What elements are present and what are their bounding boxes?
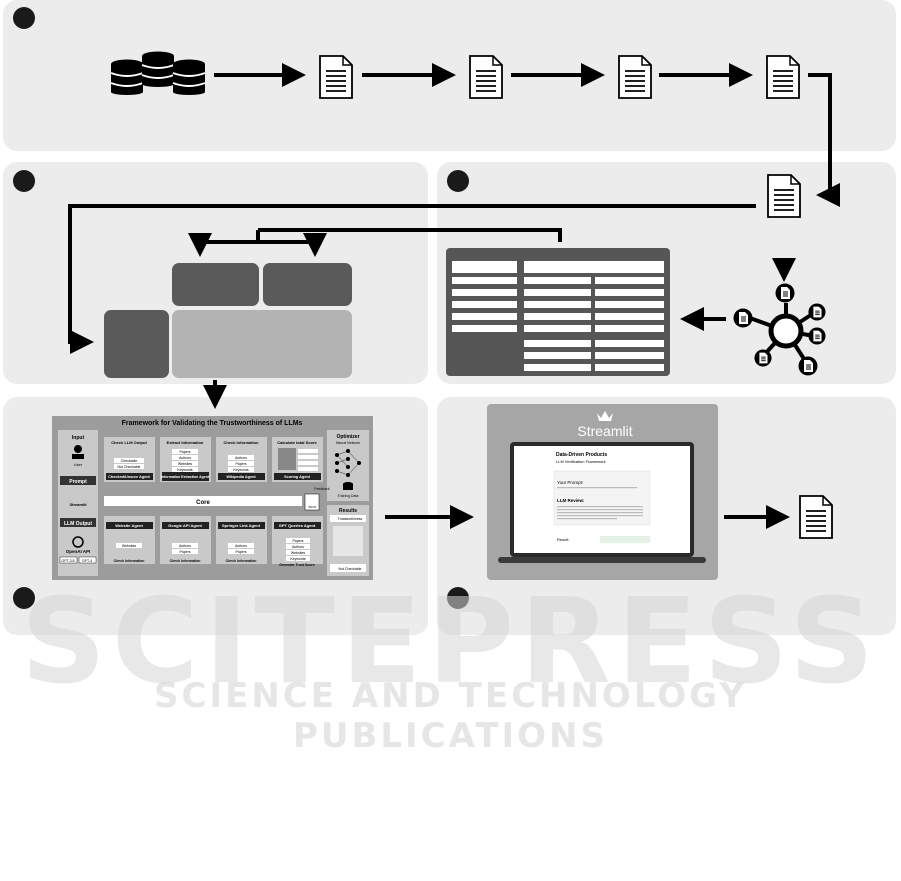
svg-text:Data-Driven Products: Data-Driven Products xyxy=(556,452,607,458)
svg-text:GPT Queries Agent: GPT Queries Agent xyxy=(279,523,316,528)
svg-text:Check Information: Check Information xyxy=(114,559,145,563)
svg-text:Check Information: Check Information xyxy=(170,559,201,563)
svg-text:Scoring Agent: Scoring Agent xyxy=(284,475,311,479)
svg-text:Authors: Authors xyxy=(235,456,247,460)
svg-text:Generate Trust Score: Generate Trust Score xyxy=(279,563,314,567)
svg-text:Check Information: Check Information xyxy=(226,559,257,563)
data-table xyxy=(446,248,670,376)
svg-text:Authors: Authors xyxy=(179,544,191,548)
svg-text:Keywords: Keywords xyxy=(233,468,249,472)
svg-text:Information Extraction Agent: Information Extraction Agent xyxy=(161,475,210,479)
svg-text:Websites: Websites xyxy=(122,544,137,548)
svg-text:Training Data: Training Data xyxy=(338,494,359,498)
block-top-right xyxy=(263,263,352,306)
fw-title: Framework for Validating the Trustworthi… xyxy=(122,420,303,427)
svg-text:Optimizer: Optimizer xyxy=(336,434,359,440)
svg-text:OpenAI API: OpenAI API xyxy=(66,549,91,554)
flow-arrow xyxy=(258,228,562,242)
svg-text:Prompt: Prompt xyxy=(69,479,87,485)
crown-icon xyxy=(597,411,613,421)
openai-icon xyxy=(72,536,84,548)
svg-text:Authors: Authors xyxy=(292,545,304,549)
svg-text:Your Prompt:: Your Prompt: xyxy=(557,480,583,485)
step-marker-3 xyxy=(447,170,469,192)
svg-text:LLM Verification Framework: LLM Verification Framework xyxy=(556,459,606,464)
svg-text:Papers: Papers xyxy=(179,450,190,454)
svg-text:Websites: Websites xyxy=(291,551,306,555)
svg-text:JSON: JSON xyxy=(308,505,316,509)
document-icon xyxy=(618,55,652,99)
streamlit-app-preview: Streamlit Data-Driven Products LLM Verif… xyxy=(487,404,718,580)
document-icon xyxy=(767,174,801,218)
svg-text:Authors: Authors xyxy=(235,544,247,548)
step-marker-1 xyxy=(13,7,35,29)
document-icon xyxy=(754,349,772,367)
svg-text:Feedback: Feedback xyxy=(314,487,330,491)
svg-text:LLM Review:: LLM Review: xyxy=(557,498,585,503)
block-main xyxy=(172,310,352,378)
svg-text:Websites: Websites xyxy=(178,462,193,466)
flow-arrow xyxy=(808,73,840,207)
step-marker-4 xyxy=(13,587,35,609)
svg-text:Authors: Authors xyxy=(179,456,191,460)
svg-text:Not Checkable: Not Checkable xyxy=(118,465,141,469)
svg-text:Calculate total Score: Calculate total Score xyxy=(277,440,317,445)
svg-text:Check LLM Output: Check LLM Output xyxy=(111,440,147,445)
document-icon xyxy=(766,55,800,99)
svg-text:Results: Results xyxy=(339,508,357,514)
svg-text:Springer Link Agent: Springer Link Agent xyxy=(222,523,261,528)
document-icon xyxy=(799,495,833,539)
document-icon xyxy=(775,283,795,303)
svg-text:Extract Information: Extract Information xyxy=(167,440,204,445)
document-icon xyxy=(319,55,353,99)
step-marker-5 xyxy=(447,587,469,609)
svg-text:Trustworthiness: Trustworthiness xyxy=(338,517,363,521)
svg-text:Checkable: Checkable xyxy=(121,459,138,463)
svg-text:Website Agent: Website Agent xyxy=(115,523,143,528)
svg-text:Checked/Unsure Agent: Checked/Unsure Agent xyxy=(108,475,150,479)
svg-text:Check Information: Check Information xyxy=(223,440,259,445)
user-icon xyxy=(74,445,82,453)
step-marker-2 xyxy=(13,170,35,192)
svg-text:Core: Core xyxy=(196,500,210,506)
svg-text:Input: Input xyxy=(72,435,85,441)
svg-text:User: User xyxy=(74,462,83,467)
document-icon xyxy=(808,303,826,321)
streamlit-brand: Streamlit xyxy=(577,423,632,439)
document-icon xyxy=(469,55,503,99)
network-hub-icon xyxy=(733,258,826,376)
framework-figure: Framework for Validating the Trustworthi… xyxy=(52,416,373,580)
svg-text:Result:: Result: xyxy=(557,537,569,542)
svg-text:LLM Output: LLM Output xyxy=(64,521,92,527)
svg-text:Papers: Papers xyxy=(292,539,303,543)
document-icon xyxy=(798,356,818,376)
svg-text:Wikipedia Agent: Wikipedia Agent xyxy=(226,475,256,479)
svg-text:Keywords: Keywords xyxy=(177,468,193,472)
flow-arrow xyxy=(68,204,756,354)
svg-text:Neural Network: Neural Network xyxy=(336,441,360,445)
document-icon xyxy=(733,308,753,328)
svg-text:Not Checkable: Not Checkable xyxy=(339,567,362,571)
svg-text:Streamlit: Streamlit xyxy=(69,502,87,507)
svg-text:Papers: Papers xyxy=(179,550,190,554)
svg-text:Google API Agent: Google API Agent xyxy=(168,523,202,528)
svg-text:GPT-3.5: GPT-3.5 xyxy=(61,559,74,563)
document-icon xyxy=(808,327,826,345)
block-top-left xyxy=(172,263,259,306)
block-left xyxy=(104,310,169,378)
svg-text:GPT-4: GPT-4 xyxy=(82,559,92,563)
svg-text:Papers: Papers xyxy=(235,550,246,554)
svg-text:Keywords: Keywords xyxy=(290,557,306,561)
svg-text:Papers: Papers xyxy=(235,462,246,466)
